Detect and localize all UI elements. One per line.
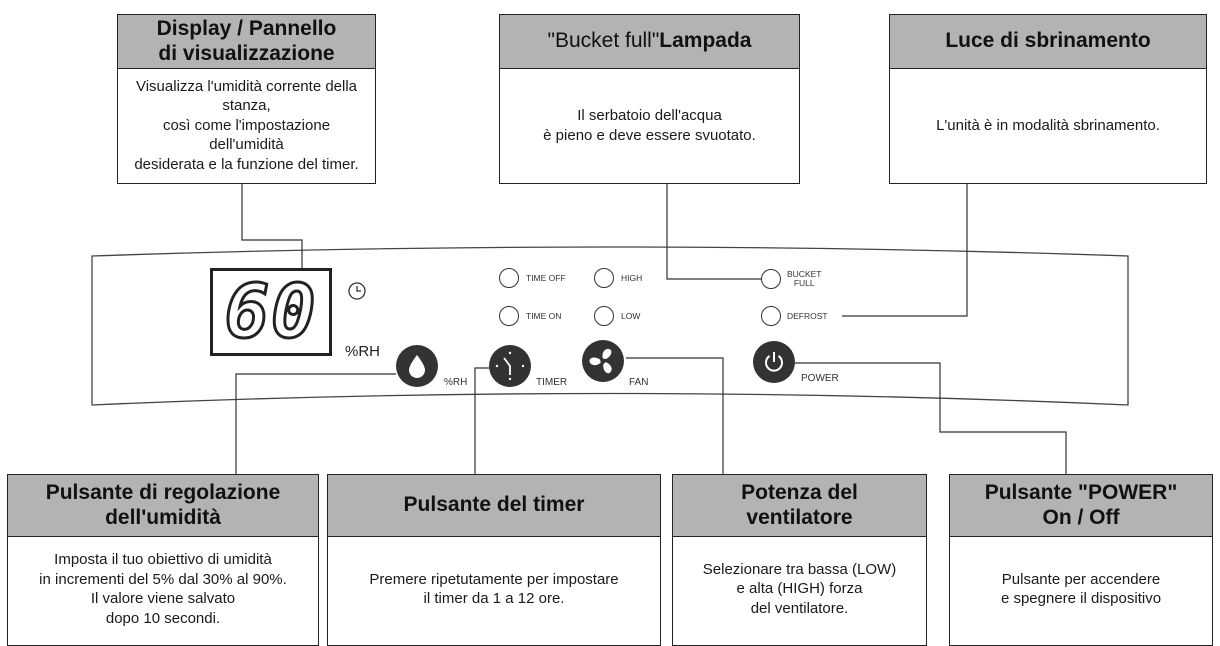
callout-fan-title-1: Potenza del bbox=[741, 481, 858, 505]
fan-button[interactable] bbox=[582, 340, 624, 382]
power-button-label: POWER bbox=[801, 373, 839, 384]
wire-defrost bbox=[842, 182, 968, 317]
callout-humidity-title-2: dell'umidità bbox=[105, 505, 221, 529]
label-low: LOW bbox=[621, 311, 641, 321]
label-high: HIGH bbox=[621, 273, 643, 283]
label-bucket-line1: BUCKET bbox=[787, 269, 822, 279]
humidity-button[interactable] bbox=[396, 345, 438, 387]
callout-bucket: "Bucket full" Lampada Il serbatoio dell'… bbox=[499, 14, 800, 184]
callout-power-title-2: On / Off bbox=[1042, 505, 1120, 529]
callout-timer: Pulsante del timer Premere ripetutamente… bbox=[327, 474, 661, 646]
callout-humidity-text: Imposta il tuo obiettivo di umidità in i… bbox=[39, 551, 287, 627]
callout-fan-title-2: ventilatore bbox=[746, 505, 853, 529]
clock-icon bbox=[348, 282, 366, 300]
wire-bucket bbox=[666, 182, 761, 280]
wire-humidity bbox=[235, 373, 396, 474]
callout-display-title-1: Display / Pannello bbox=[156, 17, 337, 41]
label-bucket-line2: FULL bbox=[793, 277, 815, 288]
led-low bbox=[594, 306, 614, 326]
callout-timer-title: Pulsante del timer bbox=[328, 475, 660, 537]
callout-defrost-text: L'unità è in modalità sbrinamento. bbox=[936, 116, 1160, 134]
callout-fan: Potenza del ventilatore Selezionare tra … bbox=[672, 474, 927, 646]
control-panel-outline bbox=[91, 246, 1129, 406]
wire-timer bbox=[474, 367, 489, 474]
callout-bucket-text: Il serbatoio dell'acqua è pieno e deve e… bbox=[543, 107, 756, 144]
display-unit-label: %RH bbox=[345, 343, 381, 360]
led-time-off bbox=[499, 268, 519, 288]
callout-bucket-title-bold: Lampada bbox=[659, 29, 752, 53]
callout-display: Display / Pannello di visualizzazione Vi… bbox=[117, 14, 376, 184]
humidity-display: 60 bbox=[210, 268, 332, 357]
callout-display-title-2: di visualizzazione bbox=[158, 41, 335, 65]
water-drop-icon bbox=[409, 355, 425, 378]
wire-power bbox=[795, 362, 1067, 474]
label-time-on: TIME ON bbox=[526, 311, 562, 321]
callout-power-text: Pulsante per accendere e spegnere il dis… bbox=[1000, 570, 1162, 608]
led-bucket-full bbox=[761, 269, 781, 289]
callout-fan-text: Selezionare tra bassa (LOW) e alta (HIGH… bbox=[702, 560, 897, 617]
wire-fan bbox=[626, 357, 724, 474]
label-bucket-full: BUCKET FULL bbox=[787, 270, 821, 288]
callout-display-text: Visualizza l'umidità corrente della stan… bbox=[134, 77, 359, 173]
callout-power-title-1: Pulsante "POWER" bbox=[984, 481, 1178, 505]
display-value: 60 bbox=[223, 268, 318, 357]
led-high bbox=[594, 268, 614, 288]
power-button[interactable] bbox=[753, 341, 795, 383]
fan-button-label: FAN bbox=[629, 377, 649, 388]
wire-display bbox=[241, 182, 303, 268]
callout-bucket-title-light: "Bucket full" bbox=[547, 29, 660, 53]
timer-dial-icon bbox=[495, 351, 525, 381]
fan-icon bbox=[589, 348, 612, 374]
label-time-off: TIME OFF bbox=[526, 273, 566, 283]
led-time-on bbox=[499, 306, 519, 326]
led-defrost bbox=[761, 306, 781, 326]
callout-timer-text: Premere ripetutamente per impostare il t… bbox=[369, 570, 619, 608]
callout-power: Pulsante "POWER" On / Off Pulsante per a… bbox=[949, 474, 1213, 646]
humidity-button-label: %RH bbox=[444, 377, 468, 388]
power-icon bbox=[765, 352, 783, 372]
timer-button-label: TIMER bbox=[536, 377, 568, 388]
callout-defrost-title: Luce di sbrinamento bbox=[890, 15, 1206, 69]
callout-humidity-title-1: Pulsante di regolazione bbox=[45, 481, 281, 505]
label-defrost: DEFROST bbox=[787, 311, 828, 321]
callout-defrost: Luce di sbrinamento L'unità è in modalit… bbox=[889, 14, 1207, 184]
timer-button[interactable] bbox=[489, 345, 531, 387]
callout-humidity: Pulsante di regolazione dell'umidità Imp… bbox=[7, 474, 319, 646]
